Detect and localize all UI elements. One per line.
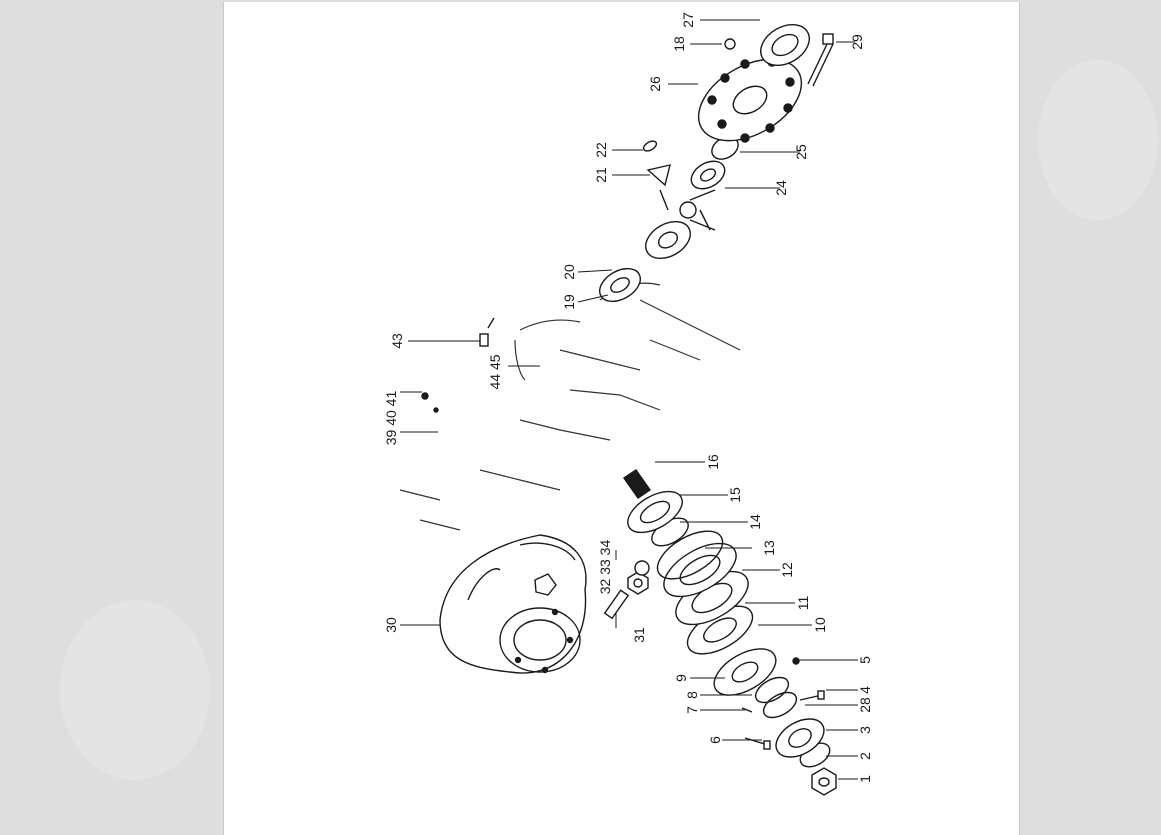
part-label: 12	[779, 562, 795, 578]
part-label: 32 33 34	[597, 540, 613, 595]
part-label: 26	[647, 76, 663, 92]
part-label: 10	[812, 617, 828, 633]
bolt-part	[479, 317, 495, 347]
side-gear-part	[645, 136, 739, 260]
part-label: 4	[857, 686, 873, 694]
part-label: 3	[857, 726, 873, 734]
ring-gear-part	[599, 267, 641, 303]
nut-part	[627, 560, 650, 595]
part-label: 8	[684, 691, 700, 699]
part-label: 39 40 41	[383, 391, 399, 446]
pinion-shaft-assembly	[623, 469, 837, 796]
part-label: 25	[793, 144, 809, 160]
part-label: 13	[761, 540, 777, 556]
part-labels: 1 2 3 28 4 5 6 7 8 9 10 11 12 13 14 15 1…	[383, 12, 873, 783]
part-label: 16	[705, 454, 721, 470]
part-label: 11	[795, 596, 811, 611]
part-label: 21	[593, 167, 609, 183]
differential-case-part	[697, 57, 803, 143]
part-label: 2	[857, 752, 873, 760]
pinion-gear-part	[642, 140, 671, 187]
part-label: 44 45	[487, 354, 503, 389]
part-label: 14	[747, 514, 763, 530]
part-label: 20	[561, 264, 577, 280]
leader-lines	[400, 19, 858, 780]
part-label: 24	[773, 180, 789, 196]
part-label: 19	[561, 294, 577, 310]
part-label: 5	[857, 656, 873, 664]
part-label: 9	[673, 674, 689, 682]
part-label: 31	[631, 627, 647, 643]
pin-part	[421, 392, 439, 413]
part-label: 6	[707, 736, 723, 744]
background-smudge	[60, 600, 210, 780]
bolt-part	[741, 657, 825, 750]
document-page	[223, 2, 1020, 835]
part-label: 1	[857, 775, 873, 783]
viewer-right-margin	[1018, 0, 1161, 835]
background-smudge	[1038, 60, 1158, 220]
part-label: 7	[684, 706, 700, 714]
part-label: 15	[727, 487, 743, 503]
part-label: 27	[680, 12, 696, 28]
viewer-left-margin	[0, 0, 223, 835]
part-label: 43	[389, 333, 405, 349]
part-label: 28	[857, 697, 873, 713]
bolt-part	[603, 589, 630, 620]
bolt-part	[807, 33, 834, 87]
part-label: 30	[383, 617, 399, 633]
axle-housing-part	[439, 534, 587, 674]
part-label: 22	[593, 142, 609, 158]
bearing-part	[724, 24, 810, 66]
part-label: 18	[671, 36, 687, 52]
carrier-part	[399, 282, 741, 531]
part-label: 29	[849, 34, 865, 50]
